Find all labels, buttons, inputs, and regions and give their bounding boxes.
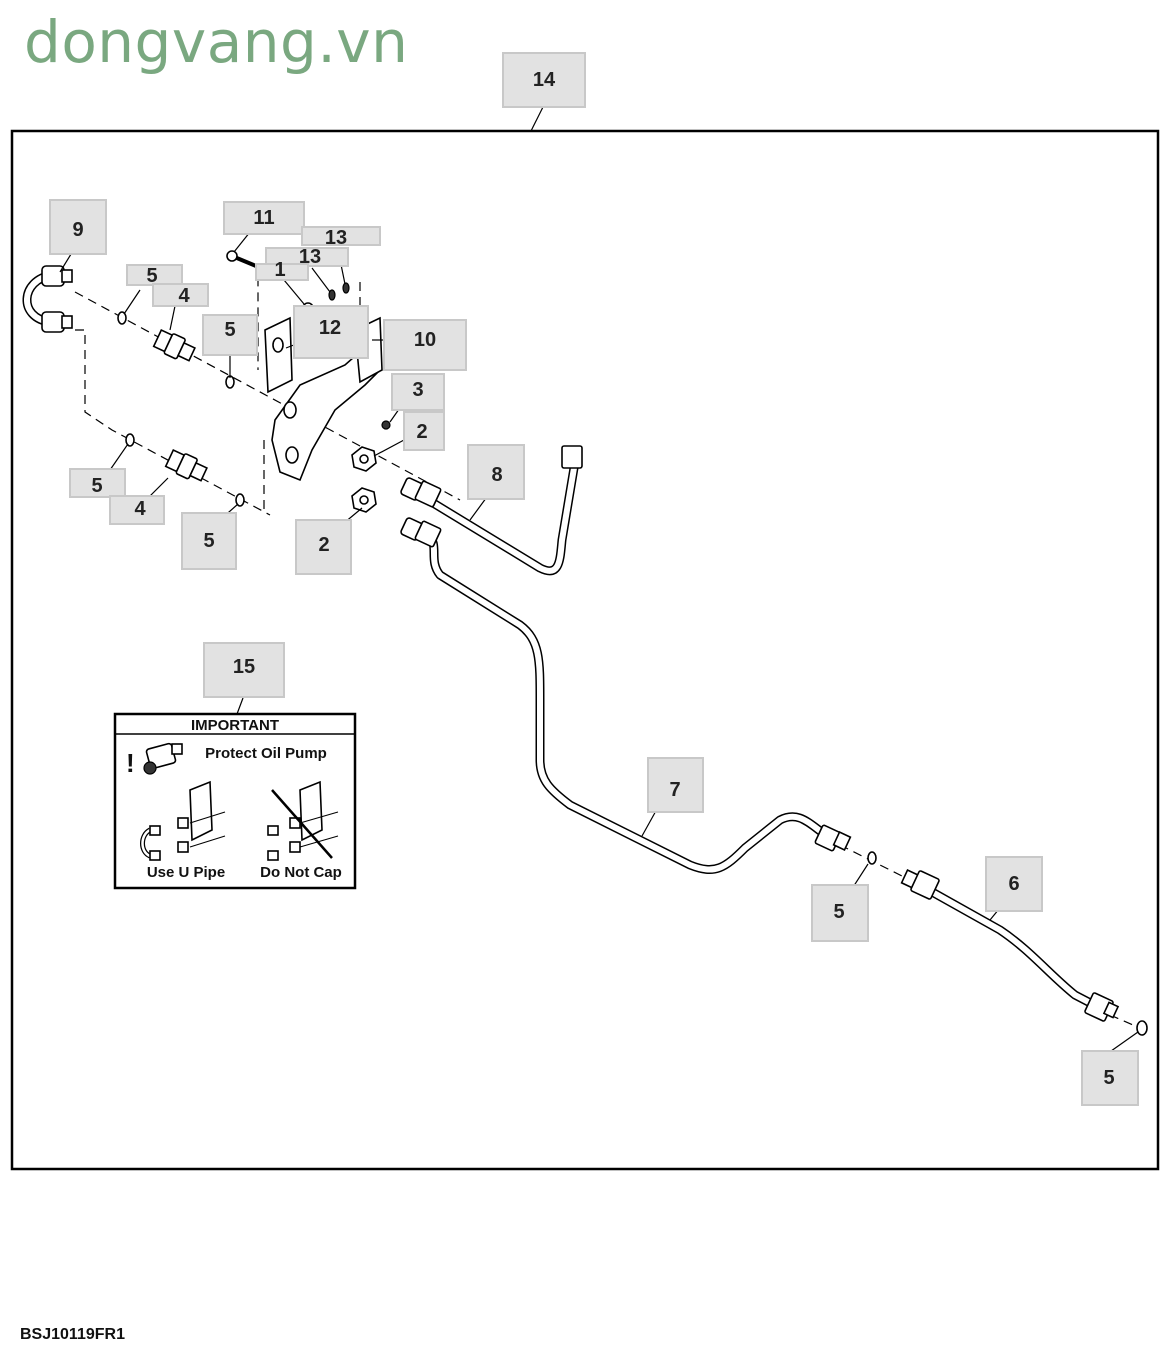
- figure-code: BSJ10119FR1: [20, 1326, 125, 1343]
- callout-11: 11: [223, 201, 305, 235]
- callout-2b: 2: [295, 519, 352, 575]
- svg-text:3: 3: [412, 379, 423, 401]
- callout-12: 12: [293, 305, 369, 359]
- svg-text:10: 10: [414, 329, 436, 351]
- svg-text:9: 9: [72, 219, 83, 241]
- callout-5e: 5: [811, 884, 869, 942]
- callout-8: 8: [467, 444, 525, 500]
- callout-6: 6: [985, 856, 1043, 912]
- svg-text:13: 13: [299, 246, 321, 268]
- svg-text:1: 1: [274, 259, 285, 281]
- callout-5c: 5: [69, 468, 126, 498]
- callout-1: 1: [255, 259, 309, 281]
- pump-icon: [143, 742, 183, 775]
- pipe-8: [400, 445, 583, 576]
- pipe-7: [400, 517, 852, 874]
- svg-text:5: 5: [1103, 1067, 1114, 1089]
- adapter-fittings: [152, 329, 208, 482]
- u-pipe-illustration: [140, 780, 226, 861]
- svg-text:5: 5: [203, 530, 214, 552]
- u-pipe: [22, 265, 73, 333]
- svg-text:7: 7: [669, 779, 680, 801]
- notice-protect-text: Protect Oil Pump: [205, 745, 327, 762]
- callout-7: 7: [647, 757, 704, 813]
- callout-5f: 5: [1081, 1050, 1139, 1106]
- warning-icon: !: [126, 748, 135, 778]
- important-notice: IMPORTANT ! Protect Oil Pump: [113, 712, 357, 890]
- callout-5d: 5: [181, 512, 237, 570]
- do-not-cap-illustration: [267, 780, 339, 861]
- pipe-6: [900, 869, 1120, 1022]
- lock-nuts: [351, 446, 377, 513]
- callout-2a: 2: [403, 411, 445, 451]
- svg-text:5: 5: [146, 265, 157, 287]
- svg-text:5: 5: [833, 901, 844, 923]
- svg-text:12: 12: [319, 317, 341, 339]
- svg-text:4: 4: [134, 498, 146, 520]
- callout-5b: 5: [202, 314, 258, 356]
- assembly-line-right: [839, 844, 911, 881]
- assembly-line-end: [1109, 1014, 1141, 1029]
- callout-13a: 13: [301, 226, 381, 249]
- svg-text:6: 6: [1008, 873, 1019, 895]
- assembly-line-lower: [75, 329, 271, 516]
- svg-text:11: 11: [253, 207, 274, 229]
- svg-text:15: 15: [233, 656, 255, 678]
- svg-text:2: 2: [318, 534, 329, 556]
- svg-text:8: 8: [491, 464, 502, 486]
- callout-4a: 4: [152, 283, 209, 307]
- svg-text:5: 5: [91, 475, 102, 497]
- svg-text:13: 13: [325, 227, 347, 249]
- watermark-logo: dongvang.vn: [24, 8, 409, 76]
- svg-text:4: 4: [178, 285, 190, 307]
- callout-14: 14: [502, 52, 586, 108]
- svg-text:14: 14: [533, 69, 556, 91]
- svg-text:2: 2: [416, 421, 427, 443]
- notice-left-caption: Use U Pipe: [147, 864, 225, 881]
- callout-3: 3: [391, 373, 445, 411]
- callout-10: 10: [383, 319, 467, 371]
- callout-4b: 4: [109, 495, 165, 525]
- svg-text:5: 5: [224, 319, 235, 341]
- assembly-line-upper: [74, 291, 461, 501]
- notice-title: IMPORTANT: [191, 717, 279, 734]
- callout-15: 15: [203, 642, 285, 698]
- notice-right-caption: Do Not Cap: [260, 864, 342, 881]
- diagram-frame: [10, 129, 1160, 1171]
- callout-9: 9: [49, 199, 107, 255]
